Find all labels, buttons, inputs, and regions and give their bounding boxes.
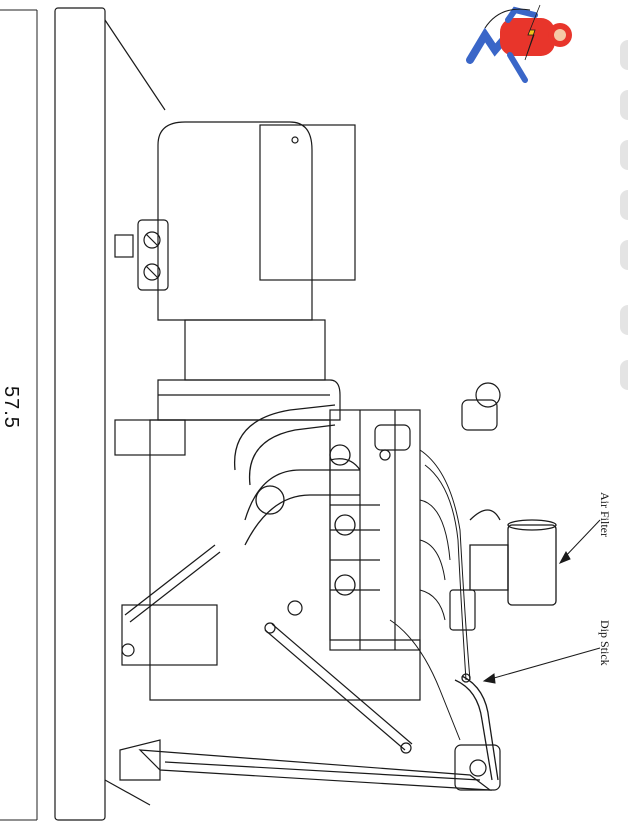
- lightning-man-icon: [466, 4, 572, 83]
- alternator-housing: [157, 121, 356, 421]
- side-tab[interactable]: [620, 240, 628, 270]
- fuel-lines: [389, 449, 471, 741]
- dimension-label: 57.5: [0, 382, 22, 433]
- side-tab[interactable]: [620, 40, 628, 70]
- callout-arrows: [482, 519, 601, 684]
- air-filter-label: Air Filter: [598, 492, 612, 537]
- air-filter: [469, 509, 557, 606]
- side-tab[interactable]: [620, 90, 628, 120]
- side-tab[interactable]: [620, 190, 628, 220]
- dimension-line: [0, 9, 38, 821]
- side-tab[interactable]: [620, 360, 628, 390]
- fuel-filter: [449, 382, 501, 631]
- exhaust-manifold: [233, 404, 380, 596]
- side-tabs: [620, 40, 628, 400]
- dip-stick: [454, 673, 499, 781]
- radiator-bracket: [119, 739, 501, 791]
- support-struts: [124, 544, 413, 754]
- frame-rail: [54, 7, 166, 821]
- dip-stick-label: Dip Stick: [598, 620, 612, 666]
- cylinder-head: [329, 409, 421, 651]
- control-box: [114, 219, 169, 291]
- side-tab[interactable]: [620, 140, 628, 170]
- side-tab[interactable]: [620, 305, 628, 335]
